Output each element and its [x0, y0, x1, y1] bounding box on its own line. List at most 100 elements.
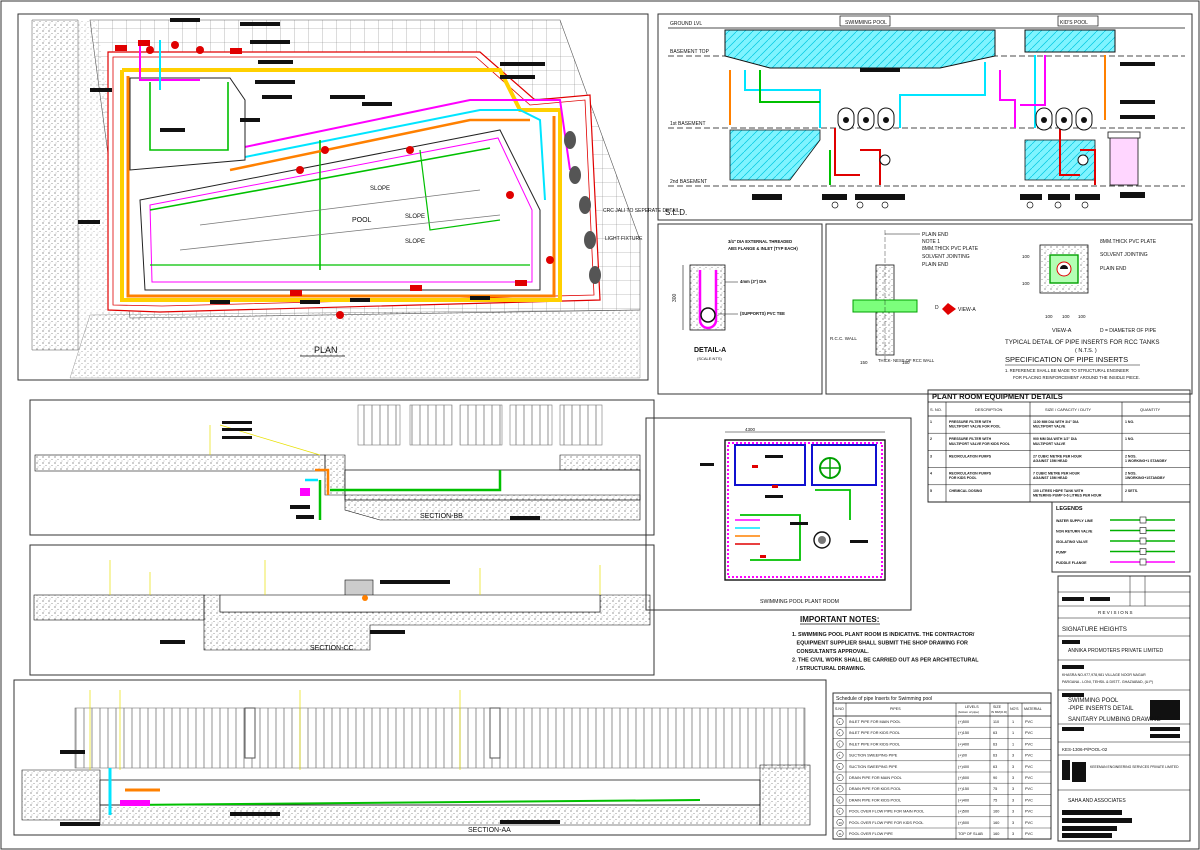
legend-symbol: [1139, 527, 1147, 534]
revisions-heading: R E V I S I O N S: [1098, 610, 1133, 615]
schedule-cell: 90: [993, 776, 997, 780]
schedule-tag: [836, 729, 844, 737]
equipment-cell: FOR KIDS POOL: [949, 476, 977, 480]
equipment-cell: 27 CUBIC METRE PER HOUR: [1033, 454, 1082, 458]
equipment-cell: 2 NOS.: [1125, 454, 1137, 458]
schedule-cell: 5: [839, 765, 841, 769]
section-cc: SECTION-CC: [29, 544, 655, 676]
d-label: D: [935, 305, 939, 311]
schedule-cell: PVC: [1025, 720, 1033, 724]
schedule-cell: 1: [1012, 731, 1014, 735]
spec-note-2: FOR PLACING REINFORCEMENT AROUND THE INS…: [1013, 375, 1140, 380]
svg-text:SLOPE: SLOPE: [370, 186, 390, 192]
legend-symbol: [1139, 548, 1147, 555]
schedule-cell: 160: [993, 810, 999, 814]
important-note-line: CONSULTANTS APPROVAL.: [792, 649, 869, 655]
svg-text:PLAIN END: PLAIN END: [1100, 266, 1127, 272]
schedule-cell: POOL OVER FLOW PIPE FOR KIDS POOL: [849, 821, 924, 825]
equipment-cell: 1 WORKING+1 STANDBY: [1125, 459, 1168, 463]
equipment-cell: 4: [930, 472, 932, 476]
pipe-insert-schedule: Schedule of pipe Inserts for Swimming po…: [832, 692, 1052, 840]
schedule-tag: [836, 785, 844, 793]
schedule-tag: [836, 774, 844, 782]
equipment-cell: 3: [930, 454, 932, 458]
equipment-cell: 2 SETS.: [1125, 489, 1138, 493]
schedule-tag: [836, 718, 844, 726]
schedule-cell: 3: [1012, 765, 1014, 769]
schedule-cell: (+)500: [958, 821, 969, 825]
svg-text:4mm (3") DIA: 4mm (3") DIA: [740, 279, 766, 284]
schedule-cell: 4: [839, 754, 841, 758]
light-fixture-note: LIGHT FIXTURE: [605, 236, 643, 242]
wall-thickness-label: THICK- NESS OF RCC WALL: [878, 358, 935, 363]
svg-text:LEVELS: LEVELS: [965, 705, 979, 709]
schedule-tag: [836, 796, 844, 804]
svg-text:SIZE: SIZE: [993, 705, 1002, 709]
schedule-cell: 3: [1012, 754, 1014, 758]
svg-text:100: 100: [1022, 254, 1030, 259]
schedule-tag: [836, 740, 844, 748]
legend-item: WATER SUPPLY LINE: [1056, 516, 1175, 524]
plan-view: POOL SLOPE SLOPE SLOPE CRC JALI TO SEPER…: [17, 13, 680, 381]
equipment-cell: AGAINST 15M HEAD: [1033, 476, 1068, 480]
client-name: ANNIKA PROMOTERS PRIVATE LIMITED: [1068, 648, 1163, 654]
architect-name: SAHA AND ASSOCIATES: [1068, 798, 1126, 804]
schedule-cell: PVC: [1025, 787, 1033, 791]
legends-title: LEGENDS: [1056, 506, 1083, 512]
important-note-line: 1. SWIMMING POOL PLANT ROOM IS INDICATIV…: [792, 632, 975, 638]
schedule-cell: (+)400: [958, 765, 969, 769]
insert-detail-title: TYPICAL DETAIL OF PIPE INSERTS FOR RCC T…: [1005, 339, 1160, 346]
sld-title: S.L.D.: [665, 208, 687, 217]
svg-text:8MM.THICK PVC PLATE: 8MM.THICK PVC PLATE: [1100, 239, 1157, 245]
svg-text:2nd BASEMENT: 2nd BASEMENT: [670, 179, 707, 185]
drawing-title-1: SWIMMING POOL: [1068, 698, 1119, 704]
schedule-cell: 9: [839, 810, 841, 814]
schedule-cell: 6: [839, 776, 841, 780]
view-a-labels: 8MM.THICK PVC PLATE SOLVENT JOINTING PLA…: [1100, 239, 1157, 272]
svg-text:SOLVENT JOINTING: SOLVENT JOINTING: [922, 254, 970, 260]
legend-label: PUMP: [1056, 551, 1067, 555]
schedule-cell: 3: [1012, 821, 1014, 825]
schedule-tag: [836, 807, 844, 815]
schedule-cell: 63: [993, 754, 997, 758]
schedule-tag: [836, 762, 844, 770]
svg-text:BASEMENT TOP: BASEMENT TOP: [670, 49, 710, 55]
legend-symbol: [1139, 516, 1147, 524]
schedule-cell: 7: [839, 787, 841, 791]
svg-text:SLOPE: SLOPE: [405, 214, 425, 220]
insert-labels: PLAIN END NOTE 1 8MM.THICK PVC PLATE SOL…: [885, 232, 979, 268]
swimming-pool-label: SWIMMING POOL: [845, 20, 887, 26]
pool-label: POOL: [352, 217, 372, 224]
pressure-filter-icons: [837, 107, 1093, 131]
schedule-cell: (+)500: [958, 810, 969, 814]
schedule-cell: PVC: [1025, 821, 1033, 825]
schedule-cell: 3: [1012, 810, 1014, 814]
equipment-cell: 1WORKING+1STANDBY: [1125, 476, 1166, 480]
rcc-wall-label: R.C.C. WALL: [830, 336, 857, 341]
schedule-cell: (+)500: [958, 776, 969, 780]
equipment-cell: MULTIPORT VALVE FOR KIDS POOL: [949, 442, 1011, 446]
important-note-line: / STRUCTURAL DRAWING.: [792, 666, 866, 672]
legend-symbol: [1139, 537, 1147, 545]
svg-text:DESCRIPTION: DESCRIPTION: [975, 407, 1002, 412]
schedule-cell: PVC: [1025, 731, 1033, 735]
schedule-tag: [836, 751, 844, 759]
schedule-cell: (+)400: [958, 798, 969, 802]
diameter-note: D = DIAMETER OF PIPE: [1100, 328, 1157, 334]
equipment-cell: METERING PUMP 0-6 LITRES PER HOUR: [1033, 493, 1102, 497]
insert-detail-scale: ( N.T.S. ): [1075, 348, 1097, 354]
plant-room-plan: 4300 SWIMMING POOL PLANT ROOM: [645, 417, 912, 611]
light-fixture-icons: [564, 131, 601, 284]
schedule-cell: 8: [839, 798, 841, 802]
sld-schematic: GROUND LVL BASEMENT TOP 1st BASEMENT 2nd…: [657, 13, 1193, 221]
svg-text:1st BASEMENT: 1st BASEMENT: [670, 121, 706, 127]
